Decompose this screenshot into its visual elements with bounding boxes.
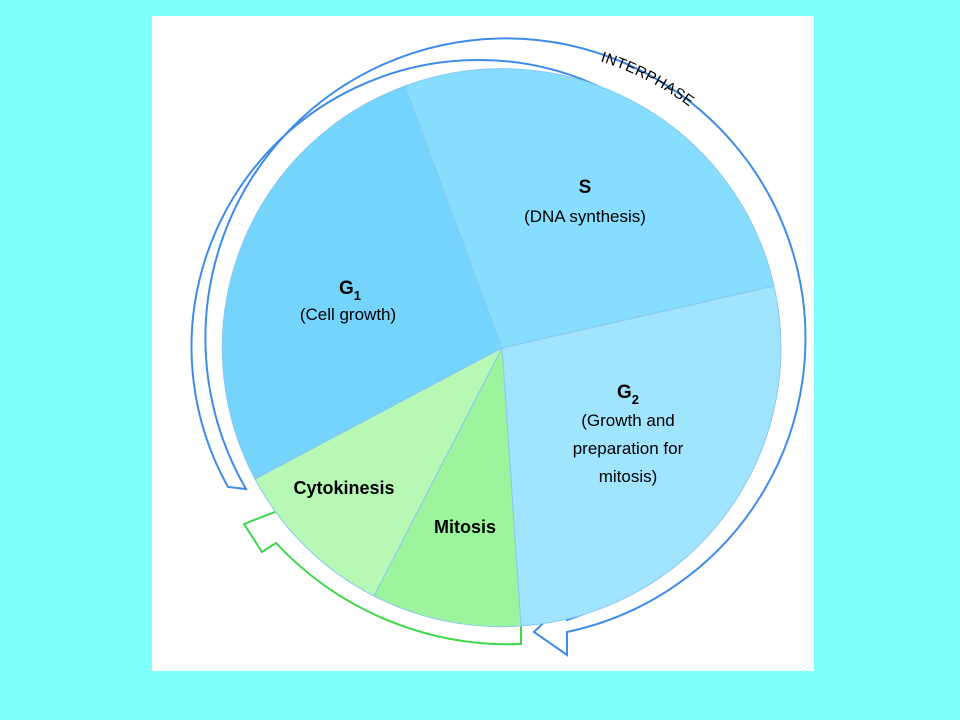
s-phase-description: (DNA synthesis) — [524, 207, 646, 226]
g2-phase-description-line-1: (Growth and — [581, 411, 675, 430]
phase-wedge-s — [404, 68, 775, 349]
g1-title-letter: G — [339, 278, 354, 299]
phase-wedge-g2 — [501, 285, 782, 627]
g2-phase-description-line-2: preparation for — [573, 439, 684, 458]
phase-wedge-g1 — [221, 85, 503, 480]
g2-title-subscript: 2 — [632, 392, 639, 407]
g2-phase-title: G2 — [617, 382, 639, 407]
g1-phase-description: (Cell growth) — [300, 305, 396, 324]
s-phase-title: S — [579, 177, 592, 198]
phase-wedge-mitosis — [373, 346, 522, 628]
g1-title-subscript: 1 — [354, 288, 361, 303]
phase-wedge-cytokinesis — [254, 346, 504, 597]
g2-title-letter: G — [617, 382, 632, 403]
g2-phase-description-line-3: mitosis) — [599, 467, 658, 486]
g1-phase-title: G1 — [339, 278, 361, 303]
cytokinesis-label: Cytokinesis — [293, 478, 394, 498]
mitosis-label: Mitosis — [434, 517, 496, 537]
